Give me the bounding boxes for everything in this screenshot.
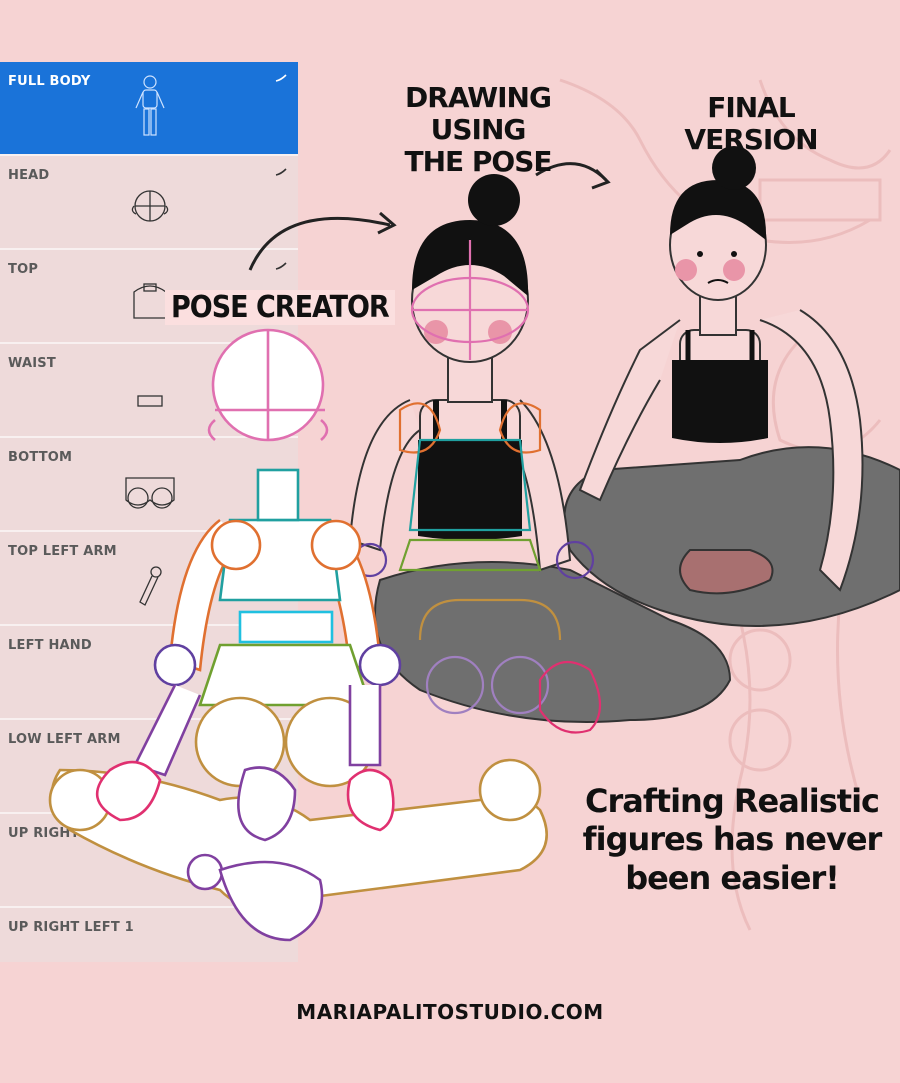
panel-item-head[interactable]: HEAD	[0, 156, 298, 250]
drawing-figure	[348, 174, 732, 734]
panel-item-label: TOP	[8, 262, 39, 277]
drawing-label-line-1: DRAWING USING	[405, 81, 552, 147]
head-icon	[131, 190, 169, 222]
collapse-icon[interactable]	[274, 166, 288, 180]
final-version-figure	[563, 146, 900, 627]
drawing-label-line-2: THE POSE	[404, 145, 552, 179]
pose-parts-panel: FULL BODY HEAD TOP W	[0, 62, 298, 962]
panel-item-label: FULL BODY	[8, 74, 91, 89]
tagline-line-2: figures has never	[582, 820, 883, 859]
panel-item-label: WAIST	[8, 356, 56, 371]
pose-creator-label: POSE CREATOR	[165, 290, 395, 325]
full-body-icon	[135, 75, 165, 136]
panel-item-top-left-arm[interactable]: TOP LEFT ARM	[0, 532, 298, 626]
panel-item-low-left-arm[interactable]: LOW LEFT ARM	[0, 720, 298, 814]
panel-item-full-body[interactable]: FULL BODY	[0, 62, 298, 156]
panel-item-label: LEFT HAND	[8, 638, 92, 653]
tagline-line-3: been easier!	[625, 858, 840, 897]
waist-icon	[137, 395, 163, 407]
panel-item-label: LOW LEFT ARM	[8, 732, 121, 747]
tagline-line-1: Crafting Realistic	[584, 782, 880, 820]
panel-item-left-hand[interactable]: LEFT HAND	[0, 626, 298, 720]
arm-icon	[139, 566, 162, 606]
drawing-using-pose-label: DRAWING USING THE POSE	[368, 81, 588, 179]
final-version-label: FINAL VERSION	[684, 91, 818, 157]
panel-item-label: UP RIGHT LEFT 1	[8, 920, 134, 935]
tagline: Crafting Realistic figures has never bee…	[582, 782, 883, 897]
panel-item-up-right[interactable]: UP RIGHT	[0, 814, 298, 908]
collapse-icon[interactable]	[274, 72, 288, 86]
panel-item-label: BOTTOM	[8, 450, 73, 465]
collapse-icon[interactable]	[274, 260, 288, 274]
panel-item-waist[interactable]: WAIST	[0, 344, 298, 438]
arrow-icon	[248, 162, 611, 271]
panel-item-up-right-left-1[interactable]: UP RIGHT LEFT 1	[0, 908, 298, 962]
footer-website: MARIAPALITOSTUDIO.COM	[296, 1000, 604, 1024]
panel-item-label: TOP LEFT ARM	[8, 544, 117, 559]
panel-item-label: UP RIGHT	[8, 826, 80, 841]
panel-item-bottom[interactable]: BOTTOM	[0, 438, 298, 532]
panel-item-label: HEAD	[8, 168, 50, 183]
hips-icon	[125, 477, 175, 509]
